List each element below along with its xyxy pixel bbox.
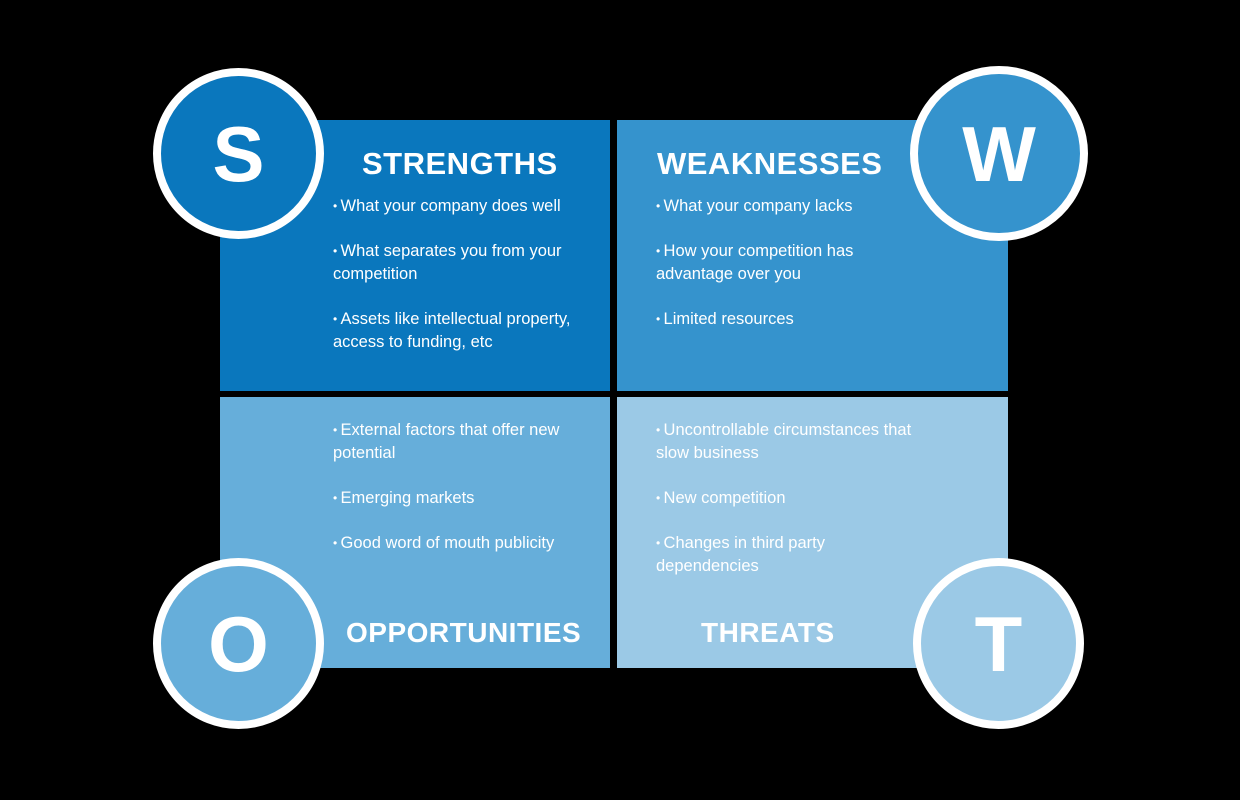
threats-quadrant: Uncontrollable circumstances that slow b… (617, 397, 1008, 668)
list-item: New competition (656, 487, 916, 510)
list-item: Limited resources (656, 308, 896, 331)
list-item: What your company lacks (656, 195, 896, 218)
list-item: What separates you from your competition (333, 240, 603, 286)
strengths-letter-badge: S (153, 68, 324, 239)
opportunities-list: External factors that offer new potentia… (333, 419, 603, 577)
list-item: Changes in third party dependencies (656, 532, 916, 578)
list-item: Assets like intellectual property, acces… (333, 308, 603, 354)
strengths-title: STRENGTHS (362, 146, 558, 181)
opportunities-letter: O (208, 599, 269, 688)
list-item: Uncontrollable circumstances that slow b… (656, 419, 916, 465)
list-item: How your competition has advantage over … (656, 240, 896, 286)
opportunities-title: OPPORTUNITIES (346, 617, 582, 648)
strengths-quadrant: STRENGTHS What your company does well Wh… (220, 120, 610, 391)
list-item: What your company does well (333, 195, 603, 218)
strengths-letter: S (212, 109, 265, 198)
weaknesses-letter-badge: W (910, 66, 1088, 241)
threats-list: Uncontrollable circumstances that slow b… (656, 419, 916, 600)
opportunities-letter-badge: O (153, 558, 324, 729)
weaknesses-title: WEAKNESSES (657, 146, 883, 181)
threats-letter: T (974, 599, 1023, 688)
threats-title: THREATS (701, 617, 835, 648)
opportunities-quadrant: External factors that offer new potentia… (220, 397, 610, 668)
list-item: External factors that offer new potentia… (333, 419, 603, 465)
weaknesses-list: What your company lacks How your competi… (656, 195, 896, 353)
list-item: Good word of mouth publicity (333, 532, 603, 555)
threats-letter-badge: T (913, 558, 1084, 729)
list-item: Emerging markets (333, 487, 603, 510)
strengths-list: What your company does well What separat… (333, 195, 603, 376)
weaknesses-letter: W (962, 109, 1036, 198)
